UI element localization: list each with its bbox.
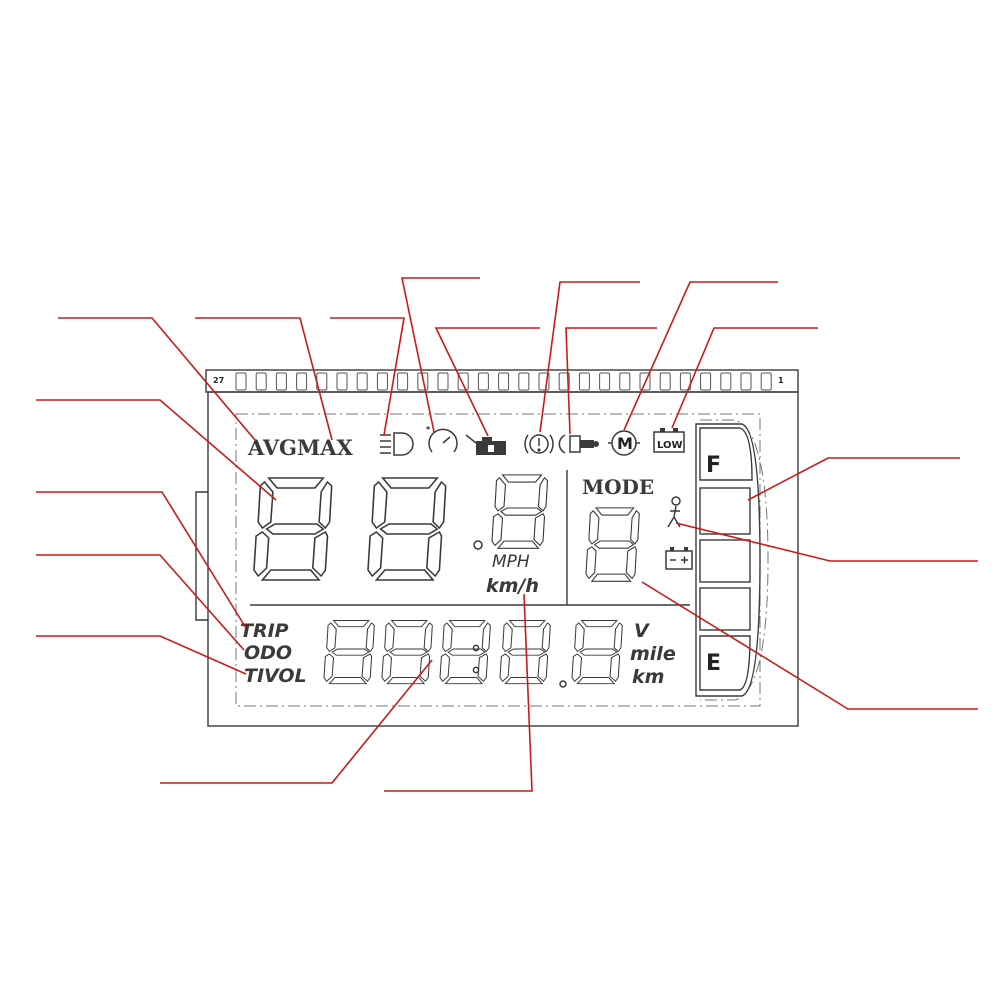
odo-digit-3 — [439, 619, 491, 685]
connector-pin — [639, 372, 651, 391]
headlight-icon — [380, 432, 414, 456]
motor-icon: M — [608, 430, 640, 456]
leader-mode-digit — [641, 581, 978, 710]
connector-pin — [518, 372, 530, 391]
leader-lines — [36, 277, 978, 792]
odo-digit-2 — [381, 619, 433, 685]
odo-colon-top — [472, 644, 480, 652]
connector-pin — [498, 372, 510, 391]
connector-pin — [336, 372, 348, 391]
battery-icon — [665, 547, 693, 570]
odo-digit-5 — [571, 619, 623, 685]
walk-assist-icon — [667, 496, 681, 528]
leader-motor-fault — [434, 327, 540, 437]
pin-connector: 27 1 — [205, 369, 799, 393]
speed-digit-1 — [253, 477, 333, 581]
connector-pin — [700, 372, 712, 391]
connector-pin — [235, 372, 247, 391]
fuel-gauge: F E — [695, 419, 769, 701]
fuel-full-label: F — [706, 453, 721, 478]
leader-headlight — [330, 317, 405, 436]
connector-pin — [296, 372, 308, 391]
connector-pin — [558, 372, 570, 391]
connector-pin — [538, 372, 550, 391]
connector-pin — [740, 372, 752, 391]
mph-label: MPH — [492, 552, 530, 572]
fuel-empty-label: E — [706, 651, 721, 676]
connector-pin — [760, 372, 772, 391]
connector-pin — [376, 372, 388, 391]
speed-digit-2 — [367, 477, 447, 581]
tivol-label: TIVOL — [244, 665, 307, 687]
svg-text:M: M — [617, 434, 633, 453]
avgmax-label: AVGMAX — [247, 435, 354, 460]
pin-label-left: 27 — [213, 376, 224, 385]
mode-digit — [585, 507, 640, 582]
leader-odometer-digits — [160, 659, 433, 784]
throttle-icon — [558, 434, 599, 454]
leader-fuel-gauge — [747, 457, 960, 501]
speed-digit-3 — [491, 474, 549, 549]
leader-avg — [58, 317, 256, 441]
connector-pin — [679, 372, 691, 391]
connector-pin — [619, 372, 631, 391]
connector-pin — [417, 372, 429, 391]
leader-tivol — [36, 635, 247, 675]
connector-pin — [477, 372, 489, 391]
connector-pin — [437, 372, 449, 391]
cruise-speedometer-icon: * — [426, 425, 458, 453]
low-battery-label: LOW — [657, 440, 683, 451]
mile-label: mile — [630, 643, 676, 665]
leader-speedometer — [401, 277, 480, 433]
connector-pin — [720, 372, 732, 391]
leader-brake — [539, 281, 640, 433]
odo-digit-1 — [323, 619, 375, 685]
connector-pin — [356, 372, 368, 391]
connector-pin — [457, 372, 469, 391]
volt-label: V — [634, 620, 650, 642]
pin-label-right: 1 — [778, 376, 784, 385]
odo-decimal-point — [559, 680, 567, 688]
speed-decimal-point — [473, 540, 483, 550]
lcd-side-tab — [195, 491, 208, 621]
connector-pin — [255, 372, 267, 391]
connector-pin — [275, 372, 287, 391]
trip-label: TRIP — [240, 620, 289, 642]
odo-colon-bottom — [472, 666, 480, 674]
low-battery-icon: LOW — [653, 428, 685, 453]
leader-motor — [623, 281, 778, 431]
kmh-label: km/h — [486, 575, 539, 597]
motor-fault-icon — [465, 434, 506, 455]
leader-unit — [384, 593, 533, 792]
leader-trip — [36, 491, 247, 629]
connector-pin — [659, 372, 671, 391]
brake-warning-icon — [524, 434, 554, 454]
connector-pin — [578, 372, 590, 391]
leader-speed-digits — [36, 399, 277, 501]
mode-label: MODE — [582, 475, 654, 499]
connector-pin — [599, 372, 611, 391]
leader-odo — [36, 554, 245, 651]
svg-text:*: * — [426, 425, 431, 434]
leader-max — [195, 317, 333, 441]
odo-label: ODO — [244, 642, 292, 664]
leader-low-battery — [671, 327, 818, 429]
connector-pin — [397, 372, 409, 391]
leader-walk-assist — [675, 522, 978, 562]
leader-throttle — [565, 327, 657, 435]
km-unit-label: km — [632, 666, 664, 688]
